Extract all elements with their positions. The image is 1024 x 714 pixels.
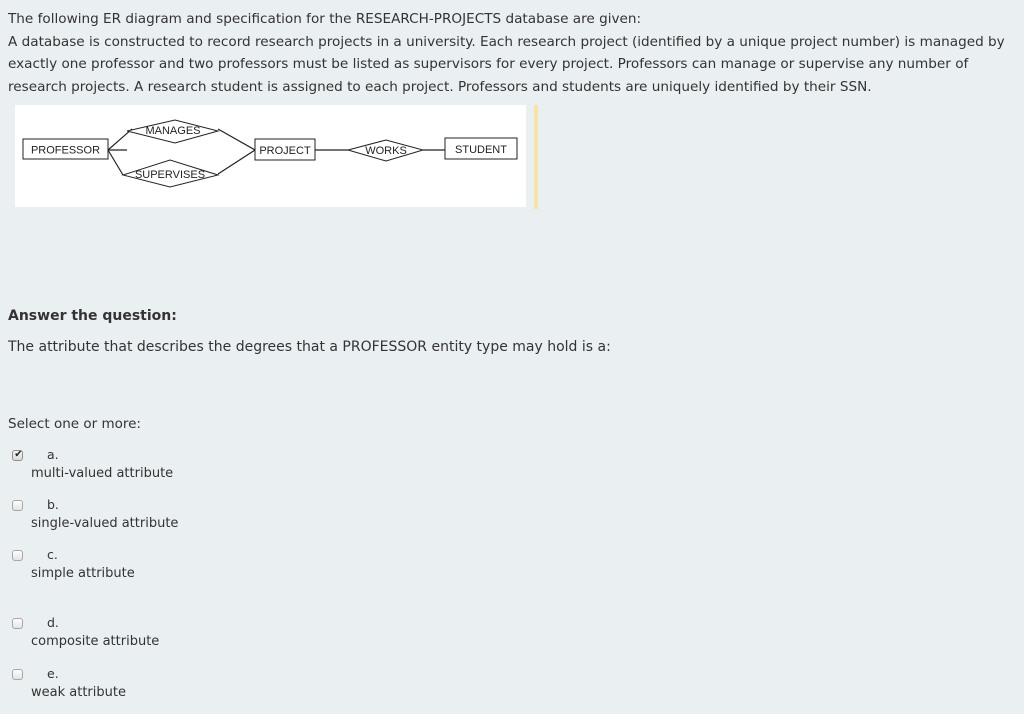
option-c[interactable]: c. simple attribute	[0, 547, 400, 591]
intro-line-1: The following ER diagram and specificati…	[8, 11, 642, 27]
option-e-label[interactable]: weak attribute	[31, 685, 126, 700]
question-intro: The following ER diagram and specificati…	[8, 8, 1014, 98]
accent-bar	[534, 105, 538, 209]
option-e-checkbox[interactable]	[12, 669, 23, 680]
option-b-checkbox[interactable]	[12, 500, 23, 511]
entity-student	[444, 137, 518, 160]
checkmark-icon: ✔	[14, 449, 23, 460]
option-c-checkbox[interactable]	[12, 550, 23, 561]
option-d-checkbox[interactable]	[12, 618, 23, 629]
select-prompt: Select one or more:	[8, 416, 141, 432]
entity-student-label: STUDENT	[455, 144, 507, 156]
entity-professor-label: PROFESSOR	[31, 145, 100, 157]
question-heading: Answer the question:	[8, 308, 177, 324]
option-e-letter: e.	[47, 666, 59, 681]
option-a[interactable]: ✔ a. multi-valued attribute	[0, 447, 400, 491]
option-e[interactable]: e. weak attribute	[0, 666, 400, 710]
option-b[interactable]: b. single-valued attribute	[0, 497, 400, 541]
question-text: The attribute that describes the degrees…	[8, 339, 611, 355]
line-supervises-project	[217, 149, 256, 175]
er-diagram-svg: PROFESSOR PROJECT STUDENT MANAGES SUPERV…	[22, 119, 518, 188]
relationship-manages-label: MANAGES	[145, 125, 200, 137]
relationship-works-label: WORKS	[365, 145, 407, 157]
option-a-label[interactable]: multi-valued attribute	[31, 466, 174, 481]
relationship-manages	[126, 119, 220, 144]
intro-line-2: A database is constructed to record rese…	[8, 33, 1005, 95]
option-d-letter: d.	[47, 615, 59, 630]
line-manages-project	[217, 128, 256, 151]
relationship-works	[346, 139, 425, 162]
option-b-label[interactable]: single-valued attribute	[31, 516, 179, 531]
entity-project-label: PROJECT	[259, 145, 311, 157]
option-d[interactable]: d. composite attribute	[0, 615, 400, 659]
option-b-letter: b.	[47, 497, 59, 512]
line-professor-supervises	[107, 149, 124, 176]
option-d-label[interactable]: composite attribute	[31, 634, 160, 649]
entity-professor	[22, 138, 109, 160]
option-a-letter: a.	[47, 447, 59, 462]
line-professor-manages	[107, 128, 133, 151]
entity-project	[254, 138, 316, 161]
er-diagram: PROFESSOR PROJECT STUDENT MANAGES SUPERV…	[15, 105, 526, 207]
relationship-supervises	[121, 159, 220, 188]
option-c-letter: c.	[47, 547, 58, 562]
option-a-checkbox[interactable]: ✔	[12, 449, 23, 461]
relationship-supervises-label: SUPERVISES	[135, 169, 205, 181]
option-c-label[interactable]: simple attribute	[31, 566, 135, 581]
